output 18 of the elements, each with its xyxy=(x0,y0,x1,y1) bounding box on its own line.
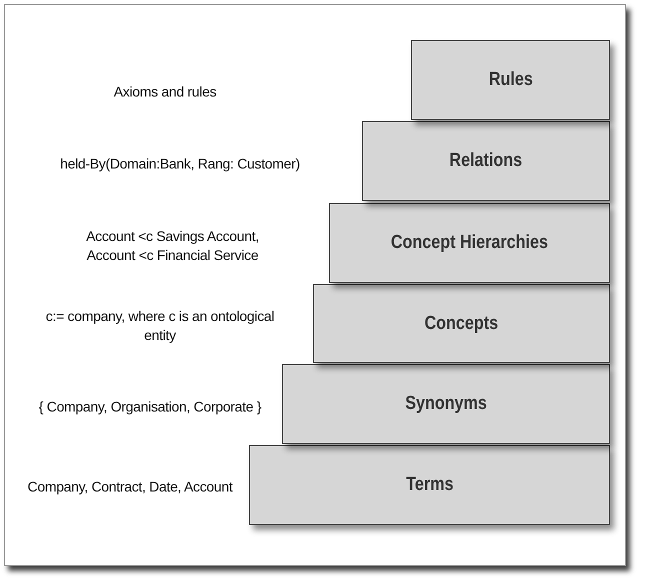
example-text: Company, Contract, Date, Account xyxy=(26,478,234,496)
step-label: Concept Hierarchies xyxy=(390,232,548,254)
example-text: held-By(Domain:Bank, Rang: Customer) xyxy=(59,154,301,174)
step-box xyxy=(411,40,610,120)
step-box xyxy=(249,445,610,525)
example-text: Axioms and rules xyxy=(112,82,218,102)
step-box xyxy=(313,284,610,363)
step-box xyxy=(282,364,610,444)
step-label: Terms xyxy=(406,474,454,496)
step-label: Synonyms xyxy=(405,393,487,415)
example-text: c:= company, where c is an ontological entity xyxy=(44,307,276,345)
example-text: Account <c Savings Account, Account <c Financial Service xyxy=(85,227,260,265)
step-box xyxy=(362,121,610,201)
step-label: Relations xyxy=(450,150,522,172)
step-box xyxy=(329,203,610,283)
example-text: { Company, Organisation, Corporate } xyxy=(38,398,262,416)
step-label: Concepts xyxy=(424,312,498,334)
step-label: Rules xyxy=(488,69,532,91)
